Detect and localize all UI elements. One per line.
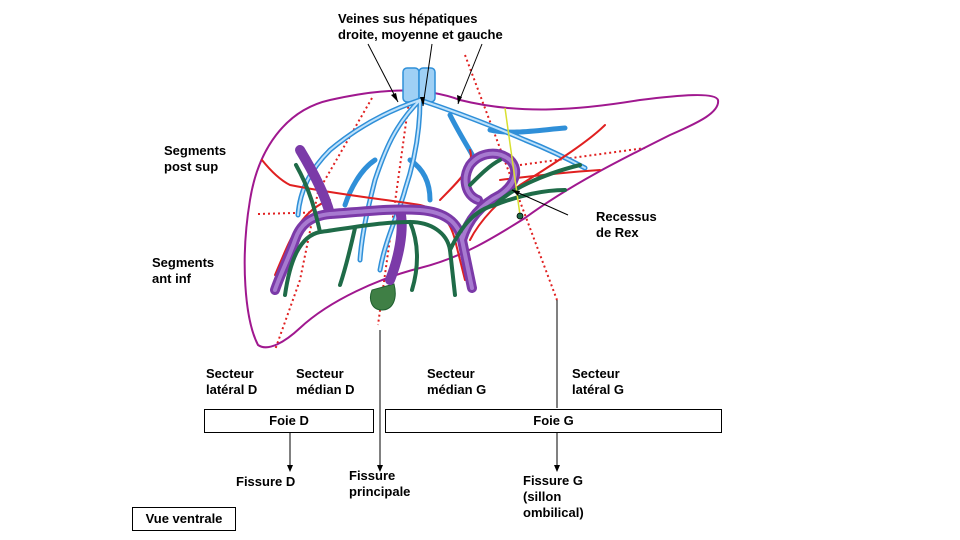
segments-ant-inf-line1: Segments: [152, 255, 215, 270]
foie-d-box: Foie D: [204, 409, 374, 433]
secteur-median-d-label: Secteur médian D: [296, 366, 355, 398]
portal-vein-fill: [273, 151, 518, 292]
segments-post-sup-line1: Segments: [164, 143, 227, 158]
secteur-lateral-d-line1: Secteur: [206, 366, 254, 381]
fissure-g-line2: (sillon: [523, 489, 562, 504]
fissure-line-horizontal-left: [519, 147, 646, 166]
segments-post-sup-line2: post sup: [164, 159, 219, 174]
arrowheads: [391, 93, 520, 196]
arrow-vein-left: [457, 43, 483, 105]
secteur-median-g-line2: médian G: [427, 382, 487, 397]
recessus-line1: Recessus: [596, 209, 657, 224]
fissure-d-label: Fissure D: [236, 474, 296, 489]
hepatic-veins: [295, 97, 588, 273]
fissure-g-label: Fissure G (sillon ombilical): [523, 473, 584, 521]
segments-post-sup-label: Segments post sup: [164, 143, 226, 175]
hepatic-veins-highlight: [297, 99, 586, 271]
arrow-vein-middle: [422, 43, 433, 107]
secteur-lateral-d-label: Secteur latéral D: [206, 366, 257, 398]
fissure-g-line3: ombilical): [523, 505, 584, 520]
fissure-g-line1: Fissure G: [523, 473, 583, 488]
fissure-principale-line2: principale: [349, 484, 411, 499]
recessus-de-rex-label: Recessus de Rex: [596, 209, 657, 241]
gallbladder: [369, 283, 396, 311]
pointer-arrows: [367, 43, 569, 216]
recessus-dot: [516, 212, 524, 220]
view-label: Vue ventrale: [132, 507, 236, 531]
hepatic-veins-label: Veines sus hépatiques droite, moyenne et…: [338, 11, 503, 43]
secteur-median-d-line1: Secteur: [296, 366, 344, 381]
fissure-line-right-upper: [317, 97, 373, 193]
biliary-ducts: [283, 158, 582, 297]
secteur-lateral-g-line1: Secteur: [572, 366, 620, 381]
connector-arrowheads: [287, 465, 560, 472]
round-ligament: [504, 107, 521, 216]
connector-lines: [289, 300, 558, 468]
inferior-vena-cava: [402, 67, 436, 103]
foie-g-box: Foie G: [385, 409, 722, 433]
secteur-median-g-line1: Secteur: [427, 366, 475, 381]
secteur-lateral-d-line2: latéral D: [206, 382, 258, 397]
segments-ant-inf-label: Segments ant inf: [152, 255, 214, 287]
fissure-principale-label: Fissure principale: [349, 468, 410, 500]
segments-ant-inf-line2: ant inf: [152, 271, 191, 286]
arrow-recessus: [511, 189, 569, 216]
secteur-median-g-label: Secteur médian G: [427, 366, 486, 398]
recessus-line2: de Rex: [596, 225, 639, 240]
fissure-principale-line1: Fissure: [349, 468, 396, 483]
secteur-lateral-g-label: Secteur latéral G: [572, 366, 624, 398]
arrow-vein-right: [367, 43, 399, 103]
hepatic-veins-label-line1: Veines sus hépatiques: [338, 11, 478, 26]
fissure-dotted-lines: [257, 54, 646, 351]
hepatic-veins-label-line2: droite, moyenne et gauche: [338, 27, 503, 42]
secteur-median-d-line2: médian D: [296, 382, 355, 397]
secteur-lateral-g-line2: latéral G: [572, 382, 625, 397]
